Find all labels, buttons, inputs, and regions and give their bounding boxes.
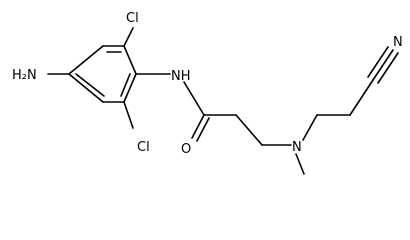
n-methyl-bond <box>295 153 305 175</box>
bond-ring-chloro-top <box>123 27 134 47</box>
ring-bond <box>123 73 137 103</box>
chloro-top-label: Cl <box>126 11 139 26</box>
molecule-canvas: H₂N Cl Cl NH O N N <box>12 11 403 175</box>
chain-bond <box>349 79 374 116</box>
nitrile-bond <box>372 49 394 81</box>
chain-bond <box>302 114 318 141</box>
ring-double-bond <box>75 73 105 97</box>
nitrile-n-label: N <box>393 35 403 50</box>
nitrile-bond <box>377 52 399 84</box>
carbonyl-o-label: O <box>181 142 191 157</box>
bond-ring-chloro-bottom <box>123 101 134 129</box>
chloro-bottom-label: Cl <box>137 140 150 155</box>
ring-bond <box>68 45 104 75</box>
carbonyl-bond <box>191 114 205 139</box>
ring-bond <box>123 45 137 75</box>
chain-bond <box>235 114 263 146</box>
benzene-ring <box>68 45 137 103</box>
tertiary-n-label: N <box>292 140 302 155</box>
amine-label: H₂N <box>12 68 37 83</box>
amide-nh-label: NH <box>171 69 191 84</box>
ring-double-bond <box>120 73 131 97</box>
structure-diagram: H₂N Cl Cl NH O N N <box>12 11 403 175</box>
carbonyl-double-bond <box>196 117 210 142</box>
ring-bond <box>68 73 104 103</box>
bond-nh-carbonyl <box>183 81 205 116</box>
nitrile-bond <box>367 46 389 78</box>
